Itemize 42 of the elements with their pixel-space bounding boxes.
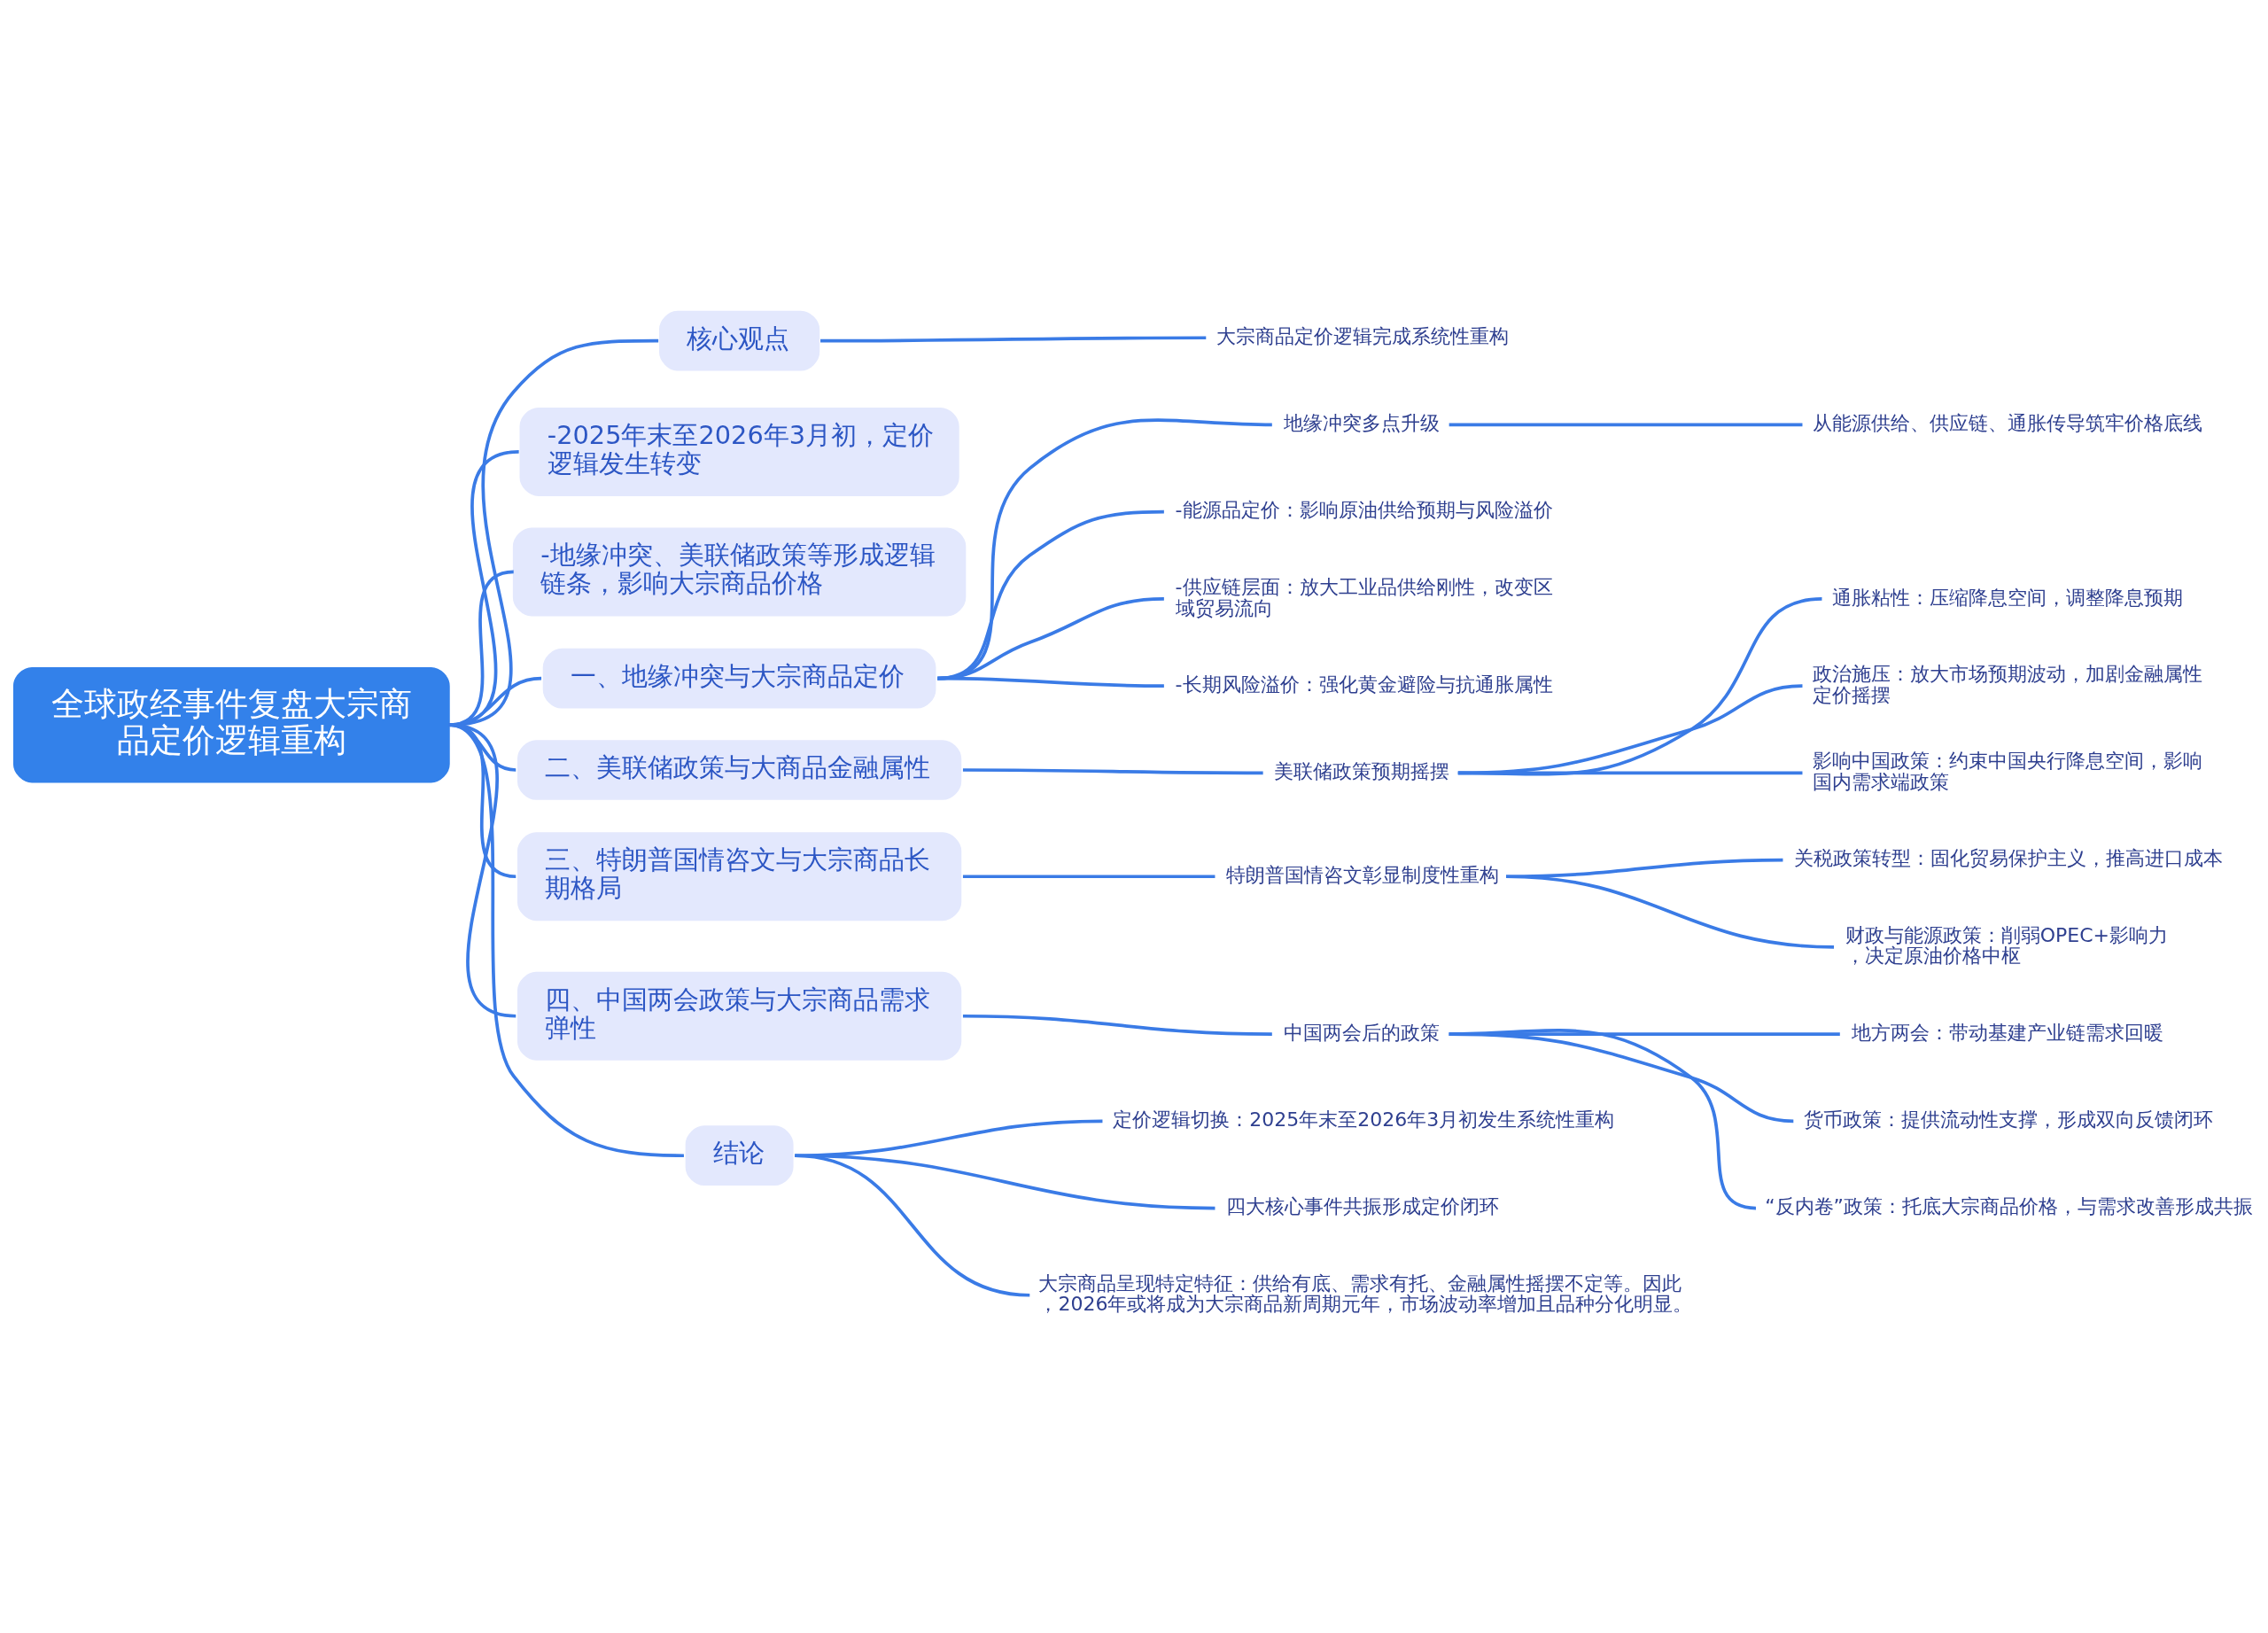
node-text: -供应链层面：放大工业品供给刚性，改变区域贸易流向: [1175, 575, 1553, 619]
node-text: 财政与能源政策：削弱OPEC+影响力，决定原油价格中枢: [1845, 923, 2169, 968]
node-box: 三、特朗普国情咨文与大宗商品长期格局: [517, 832, 962, 921]
connector: [962, 768, 1263, 775]
connector: [937, 676, 1164, 688]
connector: [1449, 423, 1803, 427]
node-text: -能源品定价：影响原油供给预期与风险溢价: [1175, 499, 1553, 522]
node-box: 结论: [685, 1125, 794, 1186]
node-text: 大宗商品呈现特定特征：供给有底、需求有托、金融属性摇摆不定等。因此，2026年或将成为大宗商品新周期元年，市场波动率增加且品种分化明显。: [1038, 1271, 1693, 1316]
node-text: 地缘冲突多点升级: [1283, 412, 1440, 435]
node-text: 关税政策转型：固化贸易保护主义，推高进口成本: [1794, 847, 2224, 870]
node-text: “反内卷”政策：托底大宗商品价格，与需求改善形成共振: [1765, 1195, 2253, 1218]
node-text: 货币政策：提供流动性支撑，形成双向反馈闭环: [1804, 1108, 2214, 1131]
node-box: -2025年末至2026年3月初，定价逻辑发生转变: [519, 408, 959, 496]
node-box: 全球政经事件复盘大宗商品定价逻辑重构: [12, 667, 450, 783]
node-text: 影响中国政策：约束中国央行降息空间，影响国内需求端政策: [1813, 750, 2203, 793]
node-text: 政治施压：放大市场预期波动，加剧金融属性定价摇摆: [1813, 663, 2203, 706]
node-text: 通胀粘性：压缩降息空间，调整降息预期: [1832, 586, 2184, 609]
node-text: 特朗普国情咨文彰显制度性重构: [1226, 864, 1500, 886]
node-text: 大宗商品定价逻辑完成系统性重构: [1216, 325, 1510, 348]
node-text: 定价逻辑切换：2025年末至2026年3月初发生系统性重构: [1113, 1108, 1615, 1131]
connector: [1457, 597, 1822, 776]
node-box: 核心观点: [659, 310, 820, 371]
connector: [1457, 684, 1803, 775]
node-text: 四大核心事件共振形成定价闭环: [1226, 1195, 1500, 1218]
node-text: 美联储政策预期摇摆: [1274, 760, 1450, 783]
connector: [795, 1154, 1030, 1297]
node-box: 一、地缘冲突与大宗商品定价: [542, 648, 936, 709]
connector: [1505, 875, 1835, 949]
connector: [448, 723, 684, 1158]
connector: [1457, 771, 1803, 775]
node-text: 从能源供给、供应链、通胀传导筑牢价格底线: [1813, 412, 2203, 435]
node-box: -地缘冲突、美联储政策等形成逻辑链条，影响大宗商品价格: [512, 527, 967, 617]
connector: [962, 1014, 1272, 1036]
node-text: 中国两会后的政策: [1283, 1021, 1440, 1044]
connector: [1449, 1029, 1757, 1210]
node-text: 地方两会：带动基建产业链需求回暖: [1851, 1021, 2163, 1044]
connector: [820, 336, 1207, 343]
node-text: -长期风险溢价：强化黄金避险与抗通胀属性: [1175, 673, 1553, 696]
node-box: 四、中国两会政策与大宗商品需求弹性: [517, 971, 962, 1061]
node-box: 二、美联储政策与大商品金融属性: [517, 740, 962, 800]
connector: [962, 875, 1216, 879]
